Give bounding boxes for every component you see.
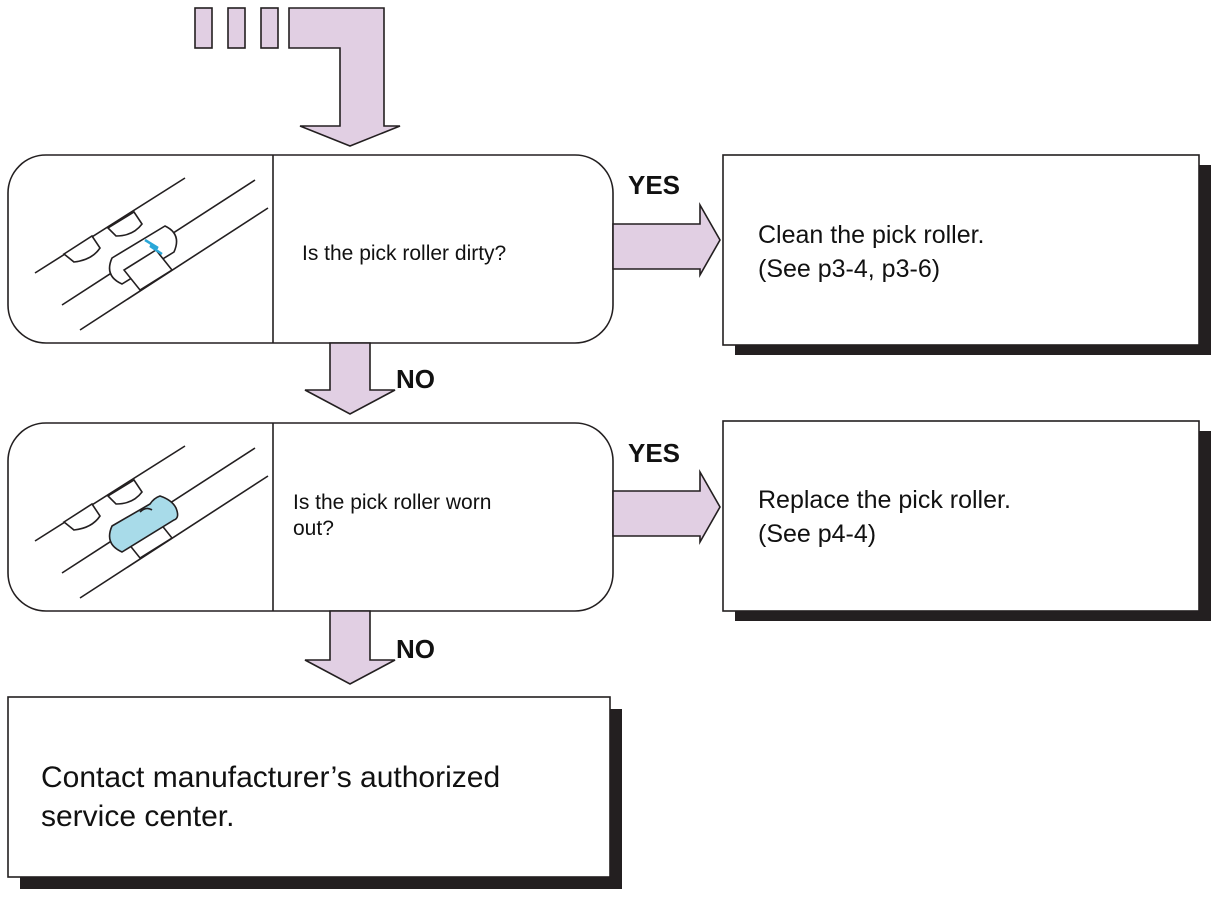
action-replace-line1: Replace the pick roller. xyxy=(758,486,1011,514)
no-label-1: NO xyxy=(396,364,435,394)
question-worn-line2: out? xyxy=(293,517,334,540)
no-arrow-2 xyxy=(304,610,396,685)
action-box-clean xyxy=(722,154,1200,346)
action-replace-line2: (See p4-4) xyxy=(758,520,877,548)
action-clean-line1: Clean the pick roller. xyxy=(758,221,985,249)
yes-label-1: YES xyxy=(628,170,681,200)
question-worn-line1: Is the pick roller worn xyxy=(293,491,492,514)
final-text-line1: Contact manufacturer’s authorized xyxy=(41,761,501,794)
yes-label-2: YES xyxy=(628,438,681,468)
yes-arrow-2 xyxy=(612,468,721,546)
action-clean-line2: (See p3-4, p3-6) xyxy=(758,255,941,283)
yes-arrow-1 xyxy=(612,201,721,279)
final-text-line2: service center. xyxy=(41,800,235,833)
question-dirty: Is the pick roller dirty? xyxy=(302,242,507,265)
dirty-pick-roller-icon xyxy=(34,177,269,331)
no-label-2: NO xyxy=(396,634,435,664)
no-arrow-1 xyxy=(304,342,396,415)
dashed-down-arrow-icon xyxy=(194,7,401,147)
worn-pick-roller-icon xyxy=(34,445,269,599)
final-box xyxy=(7,696,611,878)
action-box-replace xyxy=(722,420,1200,612)
